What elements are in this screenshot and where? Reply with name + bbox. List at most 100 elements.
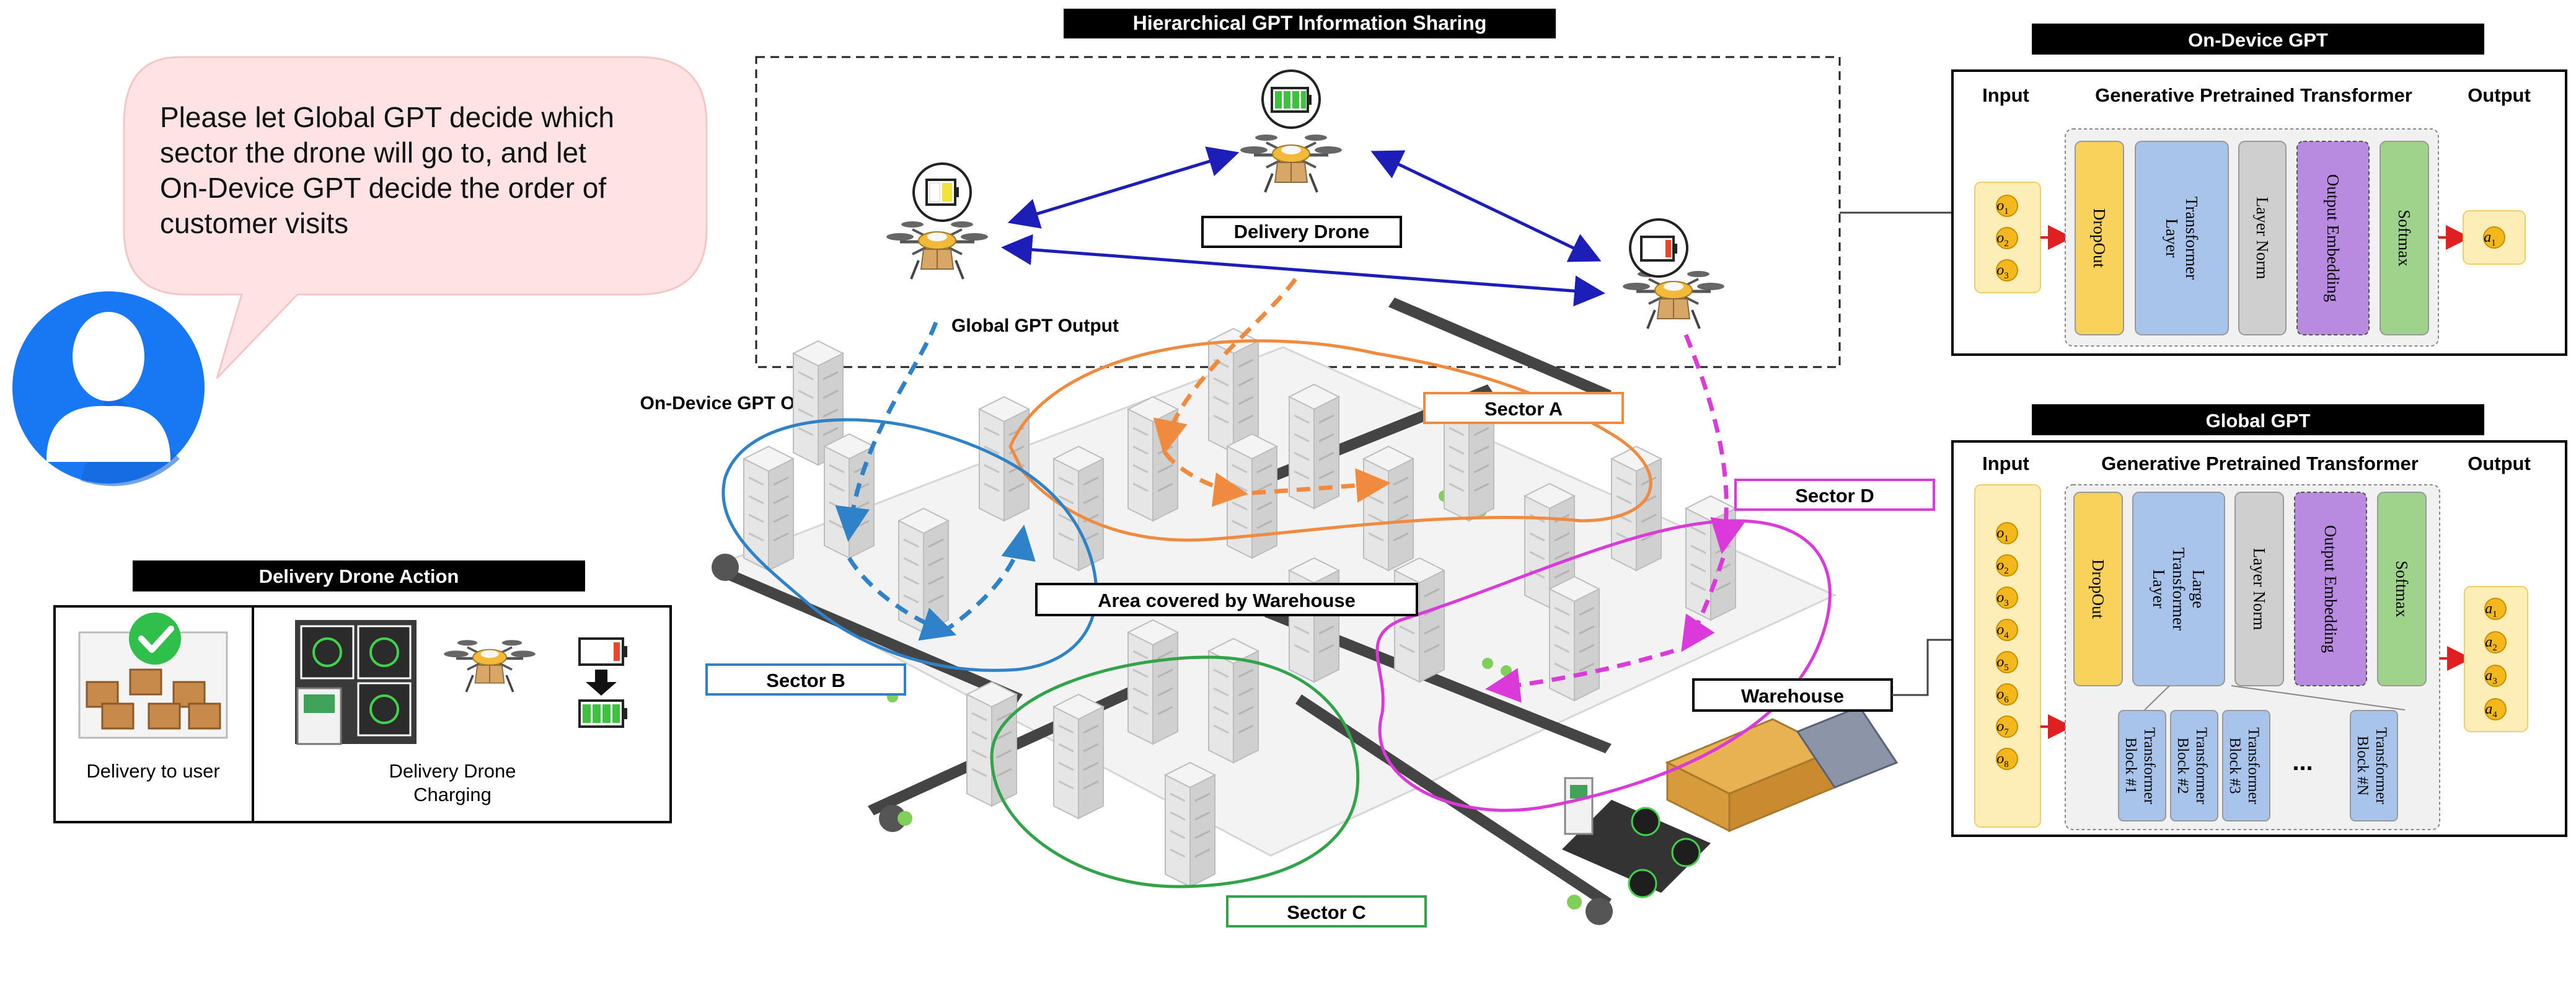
global-output-token: a4 [2484,698,2507,720]
share-arrow-center-right [1370,150,1602,262]
sector-d-label: Sector D [1795,485,1874,507]
delivery-to-user-label: Delivery to user [86,760,219,782]
on-device-title-bar [2032,24,2484,55]
sector-d-drone-path-3 [1485,649,1675,703]
global-layers: DropOut LargeTransformerLayer Layer Norm Ou… [2073,492,2427,686]
action-title: Delivery Drone Action [259,565,459,587]
on-device-layer-label: Layer Norm [2253,197,2272,280]
global-output-token: a3 [2484,665,2507,687]
on-device-input-tokens: o1 o2 o3 [1996,195,2018,281]
on-device-layer: DropOut [2075,141,2124,335]
on-device-layer-label: Output Embedding [2324,174,2342,302]
sector-b-label-box [705,663,906,696]
battery-charge-icon [578,637,627,728]
global-input-token: o5 [1996,651,2018,673]
sector-d-drone-path [1683,334,1745,554]
sector-b-drone-path [835,321,938,542]
drone-center [1240,135,1342,192]
global-transformer-blocks: TransformerBlock #1 TransformerBlock #2 Tr… [2118,685,2406,822]
charging-pads-icon [295,620,417,745]
sector-d-label-box [1734,479,1935,511]
checkmark-icon [129,613,181,665]
sector-b-drone-path-3 [941,525,1036,634]
sector-a-drone-path [1153,277,1297,455]
global-input-token: o8 [1996,748,2018,770]
packages-icon [78,631,228,739]
share-arrow-left-center [1007,146,1240,229]
on-device-layer-label: TransformerLayer [2163,197,2201,280]
global-transformer-block-label: TransformerBlock #N [2354,727,2389,805]
sector-c-route [990,655,1360,888]
on-device-output-tokens: a1 [2483,226,2505,249]
global-layer: Softmax [2377,492,2427,686]
global-transformer-block: TransformerBlock #2 [2170,710,2218,822]
hierarchical-title-bar [1064,9,1556,38]
warehouse-illustration [1562,706,1899,898]
charging-label-1: Delivery Drone [389,760,516,782]
global-gpt-header: Generative Pretrained Transformer [2101,453,2419,474]
area-covered-label-box [1035,583,1418,616]
global-output-header: Output [2468,453,2531,474]
hierarchical-dashed-box [755,56,1841,368]
sector-a-drone-path-3 [1251,468,1391,503]
hierarchical-title: Hierarchical GPT Information Sharing [1133,12,1487,34]
on-device-output-token: a1 [2483,226,2505,249]
global-transformer-block-label: TransformerBlock #1 [2122,727,2158,805]
global-layer-label: Layer Norm [2250,548,2269,631]
delivery-drone-label: Delivery Drone [1234,221,1370,242]
global-input-token: o4 [1996,619,2018,641]
global-blocks-ellipsis: ... [2292,748,2313,776]
sector-a-label: Sector A [1484,398,1563,420]
on-device-layer-label: Softmax [2395,210,2414,267]
sector-a-drone-path-2 [1163,451,1248,507]
drone-right [1623,271,1724,329]
battery-red-icon [1629,218,1688,278]
global-gpt-output-label: Global GPT Output [951,316,1119,336]
speech-line-1: Please let Global GPT decide which [160,101,614,133]
on-device-layers: DropOut TransformerLayer Layer Norm Output … [2075,141,2429,335]
global-transformer-block: TransformerBlock #1 [2118,710,2166,822]
global-input-token: o2 [1996,554,2018,577]
global-input-token: o7 [1996,715,2018,738]
on-device-title: On-Device GPT [2188,29,2328,51]
global-output-token: a2 [2484,631,2507,653]
drone-left [886,221,988,279]
global-transformer-block-label: TransformerBlock #2 [2174,727,2210,805]
connector-global [1892,639,1952,696]
on-device-input-header: Input [1982,84,2029,106]
global-input-token: o6 [1996,683,2018,706]
sector-b-label: Sector B [766,670,845,691]
global-output-token: a1 [2484,598,2507,620]
global-layer: Layer Norm [2234,492,2284,686]
global-layer-label: Output Embedding [2321,525,2340,653]
on-device-layer: Layer Norm [2238,141,2287,335]
on-device-input-token: o3 [1996,259,2018,281]
global-layer: LargeTransformerLayer [2132,492,2225,686]
global-layer-label: DropOut [2089,559,2107,619]
speech-line-2: sector the drone will go to, and let [160,136,586,169]
on-device-input-token: o1 [1996,195,2018,217]
global-layer-label: Softmax [2393,560,2411,618]
global-layer: DropOut [2073,492,2123,686]
sector-d-drone-path-2 [1681,557,1726,652]
global-transformer-block: TransformerBlock #3 [2222,710,2270,822]
global-transformer-block: TransformerBlock #N [2350,710,2398,822]
sector-c-label-box [1226,895,1427,928]
user-avatar-icon [12,291,205,486]
speech-bubble: Please let Global GPT decide which secto… [123,56,708,379]
action-title-bar [133,560,585,591]
sector-d-route [1375,519,1832,812]
global-output-box [2464,586,2528,732]
global-input-header: Input [1982,453,2029,474]
global-transformer-block-label: TransformerBlock #3 [2226,727,2262,805]
global-layer-label: LargeTransformerLayer [2150,547,2208,631]
global-title: Global GPT [2206,410,2311,432]
sector-a-route [1008,339,1652,542]
on-device-layer: Softmax [2380,141,2429,335]
sector-a-label-box [1423,392,1624,424]
on-device-input-token: o2 [1996,227,2018,249]
on-device-layer: TransformerLayer [2135,141,2229,335]
on-device-layer: Output Embedding [2296,141,2370,335]
sector-c-label: Sector C [1287,901,1365,923]
